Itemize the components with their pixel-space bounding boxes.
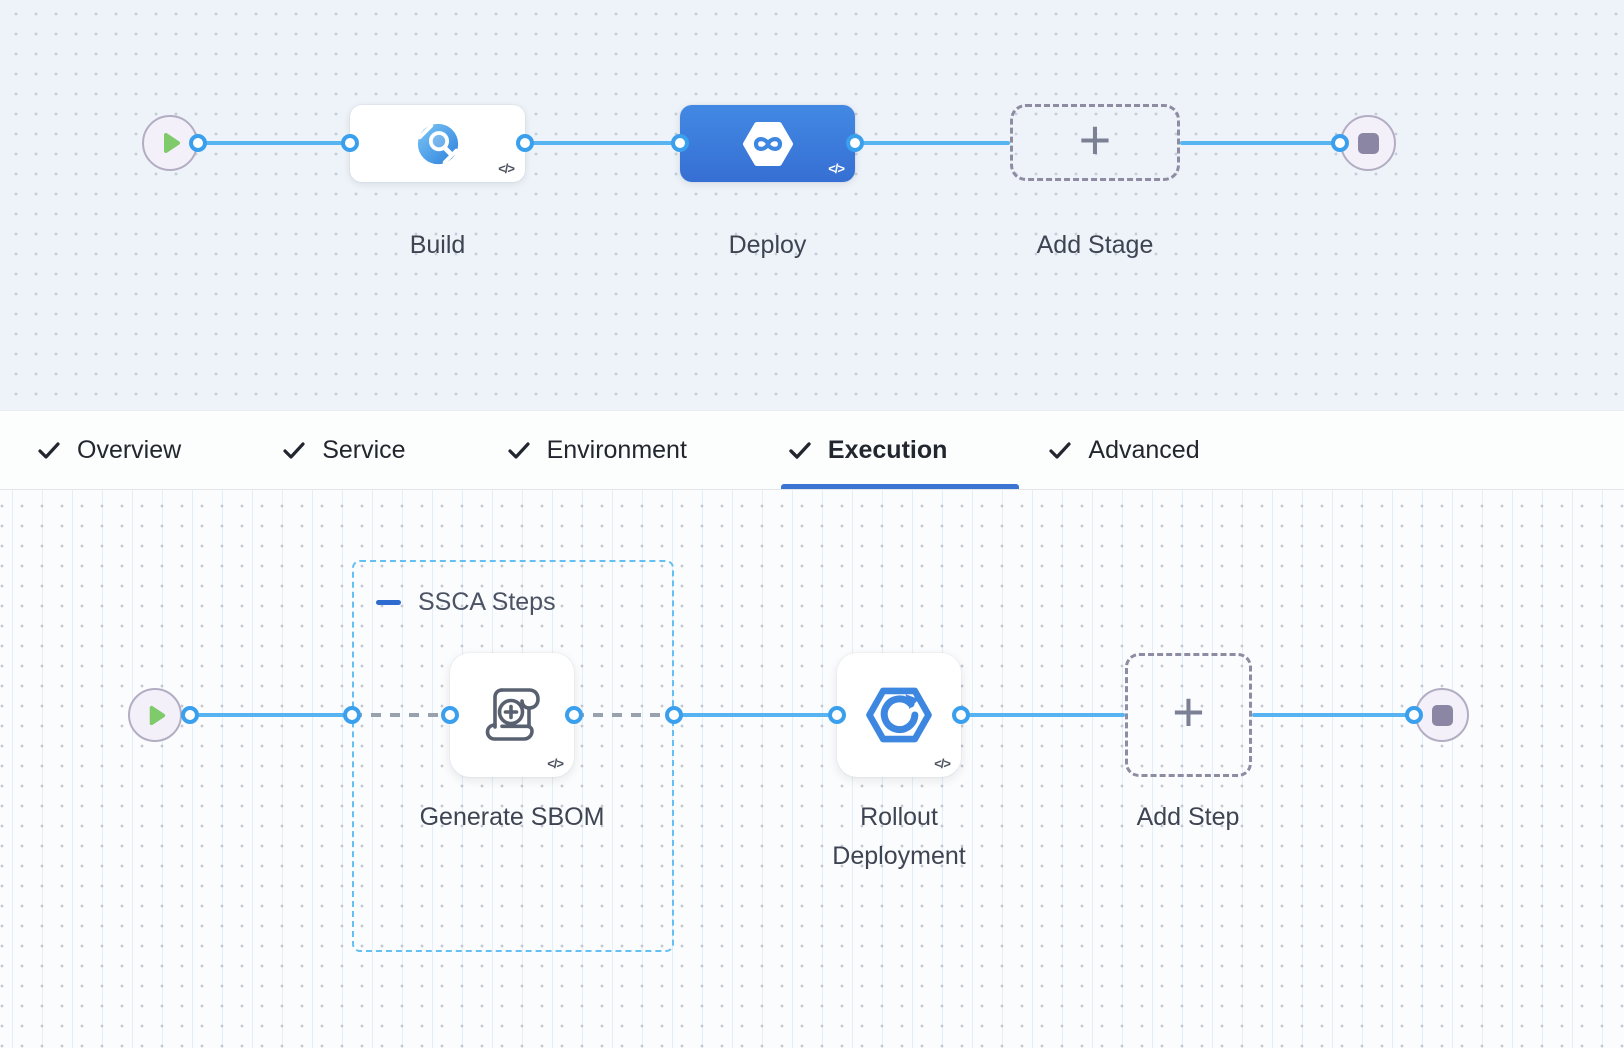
port-rollout-in[interactable] — [828, 706, 846, 724]
port-deploy-in[interactable] — [671, 134, 689, 152]
pipeline-end-node[interactable] — [1340, 115, 1396, 171]
port-exec-end-in[interactable] — [1405, 706, 1423, 724]
tab-execution[interactable]: Execution — [780, 411, 1020, 489]
tab-advanced[interactable]: Advanced — [1047, 411, 1200, 489]
cd-deploy-icon — [742, 121, 793, 166]
code-view-icon[interactable]: </> — [547, 756, 564, 771]
connector-addstage-end — [1180, 141, 1340, 145]
stage-config-tabbar: Overview Service Environment Execution A… — [0, 410, 1624, 490]
execution-end-node[interactable] — [1415, 688, 1469, 742]
port-sbom-in[interactable] — [441, 706, 459, 724]
execution-start-node[interactable] — [128, 688, 182, 742]
connector-group-rollout — [674, 713, 837, 717]
stage-card-deploy[interactable]: </> — [680, 105, 855, 182]
step-label-generate-sbom: Generate SBOM — [419, 803, 605, 831]
step-card-generate-sbom[interactable]: </> — [450, 653, 574, 777]
tab-label: Execution — [827, 435, 948, 464]
pipeline-start-node[interactable] — [142, 115, 198, 171]
step-card-rollout-deployment[interactable]: </> — [837, 653, 961, 777]
port-exec-start-out[interactable] — [181, 706, 199, 724]
collapse-minus-icon[interactable] — [376, 600, 401, 605]
tab-label: Advanced — [1088, 435, 1200, 464]
connector-rollout-addstep — [961, 713, 1125, 717]
port-deploy-out[interactable] — [846, 134, 864, 152]
step-group-header: SSCA Steps — [376, 588, 556, 617]
stop-icon — [1431, 704, 1453, 726]
stage-card-build[interactable]: </> — [350, 105, 525, 182]
connector-start-build — [198, 141, 350, 145]
connector-addstep-end — [1252, 713, 1414, 717]
play-icon — [164, 133, 180, 153]
stage-graph-canvas[interactable]: </> Build </> Deploy + Add Stage — [0, 0, 1624, 410]
connector-build-deploy — [525, 141, 680, 145]
step-group-title: SSCA Steps — [418, 588, 556, 616]
rollout-hexagon-icon — [866, 687, 932, 743]
code-view-icon[interactable]: </> — [498, 161, 515, 176]
stage-label-build: Build — [409, 231, 466, 259]
code-view-icon[interactable]: </> — [934, 756, 951, 771]
check-icon — [283, 442, 305, 459]
port-group-out[interactable] — [665, 706, 683, 724]
connector-sbom-groupedge — [574, 713, 674, 717]
check-icon — [789, 442, 811, 459]
sbom-scroll-icon — [485, 688, 540, 741]
ci-build-icon — [417, 123, 458, 164]
add-step-label: Add Step — [1136, 803, 1240, 831]
connector-start-group — [190, 713, 352, 717]
add-stage-button[interactable]: + — [1010, 104, 1180, 181]
plus-icon: + — [1078, 107, 1112, 171]
check-icon — [1049, 442, 1072, 459]
tab-service[interactable]: Service — [281, 411, 406, 489]
tab-label: Service — [322, 435, 406, 464]
port-group-in[interactable] — [343, 706, 361, 724]
play-icon — [149, 705, 165, 725]
check-icon — [507, 442, 530, 459]
port-build-out[interactable] — [516, 134, 534, 152]
check-icon — [38, 442, 60, 459]
step-group-ssca[interactable]: SSCA Steps — [352, 560, 674, 952]
tab-environment[interactable]: Environment — [506, 411, 687, 489]
add-stage-label: Add Stage — [1036, 231, 1154, 259]
port-rollout-out[interactable] — [952, 706, 970, 724]
port-sbom-out[interactable] — [565, 706, 583, 724]
plus-icon: + — [1172, 680, 1205, 743]
code-view-icon[interactable]: </> — [828, 161, 845, 176]
port-build-in[interactable] — [341, 134, 359, 152]
stage-label-deploy: Deploy — [728, 231, 807, 259]
tab-label: Environment — [546, 435, 687, 464]
connector-group-sbom — [352, 713, 450, 717]
add-step-button[interactable]: + — [1125, 653, 1252, 777]
port-end-in[interactable] — [1331, 134, 1349, 152]
step-label-rollout-deployment: Rollout Deployment — [832, 803, 966, 870]
execution-graph-canvas[interactable]: SSCA Steps — [0, 490, 1624, 1048]
stop-icon — [1357, 132, 1379, 154]
port-start-out[interactable] — [189, 134, 207, 152]
tab-overview[interactable]: Overview — [36, 411, 181, 489]
active-tab-underline — [780, 484, 1020, 489]
tab-label: Overview — [77, 435, 182, 464]
connector-deploy-addstage — [855, 141, 1010, 145]
